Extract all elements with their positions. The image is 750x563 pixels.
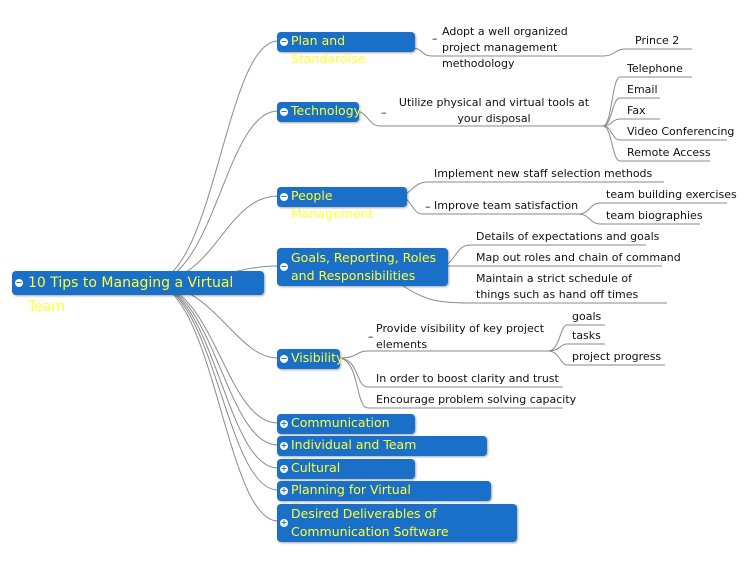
branch-individual-team-development[interactable]: + Individual and Team Development [277, 436, 487, 470]
topic-team-building[interactable]: team building exercises [606, 188, 737, 201]
topic-strict-schedule[interactable]: Maintain a strict schedule of things suc… [476, 272, 639, 301]
topic-staff-selection[interactable]: Implement new staff selection methods [434, 167, 653, 180]
topic-video-conferencing[interactable]: Video Conferencing [627, 125, 735, 138]
collapse-icon[interactable]: − [280, 107, 288, 116]
topic-clarity-trust[interactable]: In order to boost clarity and trust [376, 372, 559, 385]
topic-telephone[interactable]: Telephone [627, 62, 683, 75]
branch-label: Visibility [291, 350, 344, 365]
branch-plan[interactable]: − Plan and Standardise [277, 32, 415, 66]
branch-label: Plan and Standardise [291, 33, 366, 66]
expand-icon[interactable]: + [280, 441, 288, 450]
branch-label: Technology [291, 103, 362, 118]
collapse-icon[interactable]: − [280, 262, 288, 271]
collapse-icon[interactable]: − [280, 354, 288, 363]
collapse-icon[interactable]: − [15, 278, 23, 287]
expand-icon[interactable]: + [280, 464, 288, 473]
branch-label: Desired Deliverables of Communication So… [291, 506, 449, 539]
expand-icon[interactable]: + [280, 518, 288, 527]
connector [149, 282, 279, 469]
connector [149, 282, 279, 522]
topic-goals[interactable]: goals [572, 310, 602, 323]
branch-communication-style[interactable]: + Communication Style [277, 414, 415, 448]
branch-planning-virtual-communication[interactable]: + Planning for Virtual Communication [277, 481, 491, 515]
topic-email[interactable]: Email [627, 83, 658, 96]
collapse-dash[interactable]: – [368, 330, 374, 343]
branch-label: People Management [291, 188, 374, 221]
expand-icon[interactable]: + [280, 486, 288, 495]
topic-fax[interactable]: Fax [627, 104, 646, 117]
branch-goals-reporting[interactable]: − Goals, Reporting, Roles and Responsibi… [277, 248, 448, 286]
topic-adopt-methodology[interactable]: Adopt a well organized project managemen… [442, 25, 568, 70]
collapse-icon[interactable]: − [280, 37, 288, 46]
branch-visibility[interactable]: − Visibility [277, 349, 344, 369]
topic-team-satisfaction[interactable]: Improve team satisfaction [434, 199, 579, 212]
topic-team-biographies[interactable]: team biographies [606, 209, 703, 222]
branch-people-management[interactable]: − People Management [277, 187, 407, 221]
topic-expectations[interactable]: Details of expectations and goals [476, 230, 660, 243]
topic-utilize-tools[interactable]: Utilize physical and virtual tools at yo… [398, 96, 590, 125]
branch-technology[interactable]: − Technology [277, 102, 362, 122]
expand-icon[interactable]: + [280, 419, 288, 428]
topic-roles-chain[interactable]: Map out roles and chain of command [476, 251, 681, 264]
branch-desired-deliverables[interactable]: + Desired Deliverables of Communication … [277, 504, 517, 542]
connector [149, 110, 279, 284]
topic-provide-visibility[interactable]: Provide visibility of key project elemen… [376, 322, 545, 351]
central-topic-label: 10 Tips to Managing a Virtual Team [28, 275, 234, 315]
topic-tasks[interactable]: tasks [572, 329, 601, 342]
branch-label: Goals, Reporting, Roles and Responsibili… [291, 250, 437, 283]
topic-problem-solving[interactable]: Encourage problem solving capacity [376, 393, 577, 406]
topic-remote-access[interactable]: Remote Access [627, 146, 711, 159]
collapse-dash[interactable]: – [432, 32, 438, 45]
branch-cultural-differences[interactable]: + Cultural Differences [277, 459, 415, 493]
topic-prince-2[interactable]: Prince 2 [635, 34, 680, 47]
topic-project-progress[interactable]: project progress [572, 350, 662, 363]
collapse-dash[interactable]: – [381, 106, 387, 119]
collapse-icon[interactable]: − [280, 192, 288, 201]
central-topic[interactable]: − 10 Tips to Managing a Virtual Team [12, 271, 264, 315]
collapse-dash[interactable]: – [425, 200, 431, 213]
connector [149, 40, 279, 284]
